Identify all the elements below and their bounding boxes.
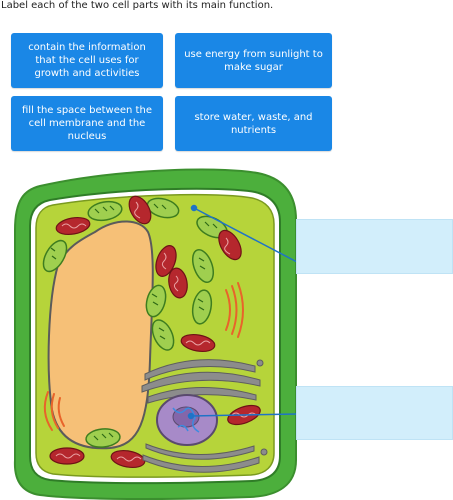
chloroplast: [191, 289, 213, 325]
central-vacuole: [47, 220, 154, 450]
answer-tile-label: store water, waste, and nutrients: [194, 111, 313, 136]
chloroplast: [146, 197, 180, 219]
answer-tile-label: use energy from sunlight to make sugar: [184, 48, 323, 73]
leader-lines: [187, 204, 298, 420]
chloroplast: [42, 239, 68, 273]
mitochondrion: [128, 195, 152, 225]
mitochondria-group: [49, 195, 261, 469]
mitochondria-cristae: [55, 201, 257, 462]
chloroplast: [87, 200, 123, 222]
drop-zone-cytoplasm[interactable]: [296, 219, 453, 274]
chromatin: [172, 407, 200, 433]
answer-tile-fill-space[interactable]: fill the space between the cell membrane…: [11, 96, 163, 151]
leader-line-nucleus: [190, 413, 298, 417]
mitochondrion: [180, 333, 216, 353]
answer-tile-genetic-information[interactable]: contain the information that the cell us…: [11, 33, 163, 88]
chloroplast: [151, 319, 175, 351]
leader-dot-cytoplasm: [190, 204, 198, 212]
answer-tile-label: fill the space between the cell membrane…: [22, 105, 152, 142]
mitochondrion: [168, 267, 188, 299]
mitochondrion: [155, 245, 177, 277]
golgi-apparatus: [141, 359, 268, 473]
leader-dot-nucleus: [187, 412, 195, 420]
chloroplast: [85, 428, 121, 448]
answer-tile-sunlight-sugar[interactable]: use energy from sunlight to make sugar: [175, 33, 332, 88]
mitochondrion: [55, 216, 91, 236]
nucleus: [156, 394, 218, 446]
instructions-text: Label each of the two cell parts with it…: [1, 0, 274, 11]
answer-tile-store-water[interactable]: store water, waste, and nutrients: [175, 96, 332, 151]
mitochondrion: [49, 447, 85, 465]
mitochondrion: [218, 229, 242, 261]
chloroplast: [191, 248, 215, 284]
endoplasmic-reticulum: [43, 282, 244, 431]
mitochondrion: [110, 449, 146, 469]
chloroplast: [145, 284, 167, 318]
drop-zone-nucleus[interactable]: [296, 386, 453, 440]
leader-line-cytoplasm: [193, 207, 298, 263]
plant-cell-diagram: [13, 168, 298, 500]
answer-tile-label: contain the information that the cell us…: [28, 42, 146, 79]
thylakoid-marks: [50, 203, 218, 441]
